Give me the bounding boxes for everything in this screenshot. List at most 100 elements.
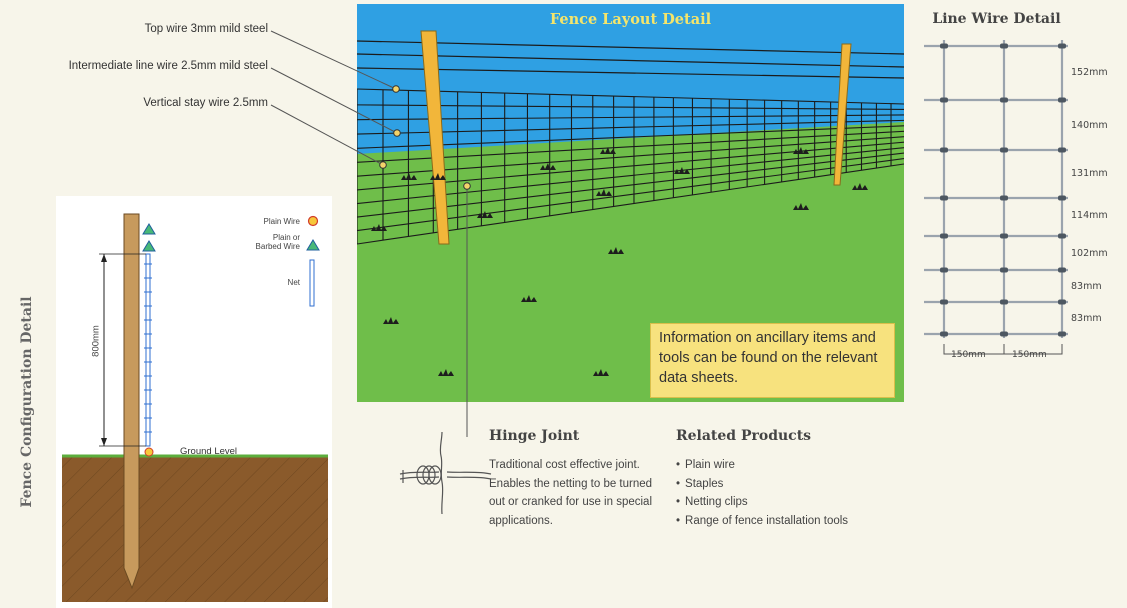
spacing-label: 140mm <box>1071 120 1108 131</box>
line-wire-grid <box>924 40 1068 355</box>
wire-knot <box>1000 331 1008 337</box>
net-line-wire <box>357 119 904 135</box>
net-line-wire <box>357 88 904 105</box>
wire-knot <box>1058 97 1066 103</box>
wire-knot <box>1000 97 1008 103</box>
grass-tuft <box>383 317 399 324</box>
callout-intermediate-wire: Intermediate line wire 2.5mm mild steel <box>68 60 268 72</box>
callout-marker <box>392 85 400 93</box>
wire-knot <box>1058 147 1066 153</box>
line-wire-diagram <box>924 40 1068 355</box>
legend-plain-wire-icon <box>307 215 319 227</box>
callout-marker <box>379 161 387 169</box>
grass-tuft <box>401 173 417 180</box>
wire-knot <box>1000 195 1008 201</box>
wire-knot <box>940 147 948 153</box>
grass-tuft <box>596 189 612 196</box>
related-product-item: Range of fence installation tools <box>676 512 848 531</box>
spacing-label: 83mm <box>1071 313 1102 324</box>
grass-tuft <box>371 224 387 231</box>
hinge-joint-line: out or cranked for use in special <box>489 496 653 508</box>
wire-knot <box>1058 331 1066 337</box>
fence-config-diagram <box>62 213 328 602</box>
net-line-wire <box>357 158 904 232</box>
hinge-joint-description: Traditional cost effective joint. Enable… <box>489 456 669 530</box>
arrowhead <box>101 438 107 446</box>
ground-level-label: Ground Level <box>180 446 238 457</box>
grass-tuft <box>793 147 809 154</box>
wire-knot <box>1000 43 1008 49</box>
width-label: 150mm <box>1012 350 1047 360</box>
related-product-item: Netting clips <box>676 493 848 512</box>
net-line-wire <box>357 104 904 111</box>
related-products-list: Plain wire Staples Netting clips Range o… <box>676 456 848 530</box>
grass-tuft <box>521 295 537 302</box>
related-product-item: Staples <box>676 475 848 494</box>
wire-knot <box>1000 267 1008 273</box>
grass-tuft <box>540 163 556 170</box>
hinge-joint-line: Enables the netting to be turned <box>489 477 653 490</box>
info-box: Information on ancillary items and tools… <box>650 323 895 398</box>
grass-tufts <box>371 147 868 376</box>
fence-post-near <box>420 30 450 245</box>
wire-knot <box>940 43 948 49</box>
wire-knot <box>1000 299 1008 305</box>
arrowhead <box>101 254 107 262</box>
callout-marker <box>393 129 401 137</box>
fence-config-title: Fence Configuration Detail <box>19 296 35 508</box>
grass-tuft <box>477 211 493 218</box>
hinge-joint-icon <box>399 431 492 515</box>
callout-marker <box>463 182 471 190</box>
grass-tuft <box>674 167 690 174</box>
barbed-wire-marker <box>142 240 156 252</box>
spacing-label: 152mm <box>1071 67 1108 78</box>
width-dimension <box>943 344 1063 355</box>
net-line-wire <box>357 152 904 218</box>
fence-post-far <box>833 43 852 186</box>
wire-knot <box>1058 43 1066 49</box>
wire-knot <box>1058 195 1066 201</box>
net-bar <box>145 253 151 447</box>
wire-knot <box>1000 147 1008 153</box>
wire-knot <box>1000 233 1008 239</box>
legend-net-label: Net <box>287 278 300 287</box>
net-line-wire <box>357 114 904 121</box>
fence-layout-title: Fence Layout Detail <box>549 11 712 28</box>
info-text: Information on ancillary items and tools… <box>659 330 878 386</box>
wire-knot <box>940 331 948 337</box>
spacing-label: 83mm <box>1071 281 1102 292</box>
legend-net-icon <box>309 259 315 307</box>
grass-tuft <box>430 173 446 180</box>
height-label: 800mm <box>90 325 102 357</box>
net-line-wire <box>357 125 904 149</box>
plain-wire-marker <box>144 447 154 457</box>
wire-knot <box>940 299 948 305</box>
grass-tuft <box>608 247 624 254</box>
grass-tuft <box>593 369 609 376</box>
wire-knot <box>1058 233 1066 239</box>
post <box>123 213 140 590</box>
line-wire-title: Line Wire Detail <box>932 11 1061 27</box>
wire-knot <box>1058 267 1066 273</box>
barbed-wire-marker <box>142 223 156 235</box>
legend-barbed-line1: Plain or <box>272 233 300 242</box>
net-line-wire <box>357 130 904 163</box>
wire-knot <box>1058 299 1066 305</box>
soil-hatch <box>62 456 328 602</box>
related-products-title: Related Products <box>676 428 812 444</box>
callout-stay-wire: Vertical stay wire 2.5mm <box>143 97 268 109</box>
legend-barbed-line2: Barbed Wire <box>255 242 300 251</box>
net-line-wire <box>357 136 904 177</box>
hinge-joint-line: applications. <box>489 514 553 527</box>
grass-tuft <box>600 147 616 154</box>
grass-tuft <box>793 203 809 210</box>
wire-knot <box>940 267 948 273</box>
wire-knot <box>940 233 948 239</box>
wire-knot <box>940 97 948 103</box>
net-line-wire <box>357 147 904 205</box>
spacing-label: 102mm <box>1071 248 1108 259</box>
net-line-wire <box>357 141 904 191</box>
fence-config-panel: Plain Wire Plain or Barbed Wire Net 800m… <box>56 196 332 608</box>
legend-barbed-wire-icon <box>306 239 320 251</box>
related-product-item: Plain wire <box>676 456 848 475</box>
